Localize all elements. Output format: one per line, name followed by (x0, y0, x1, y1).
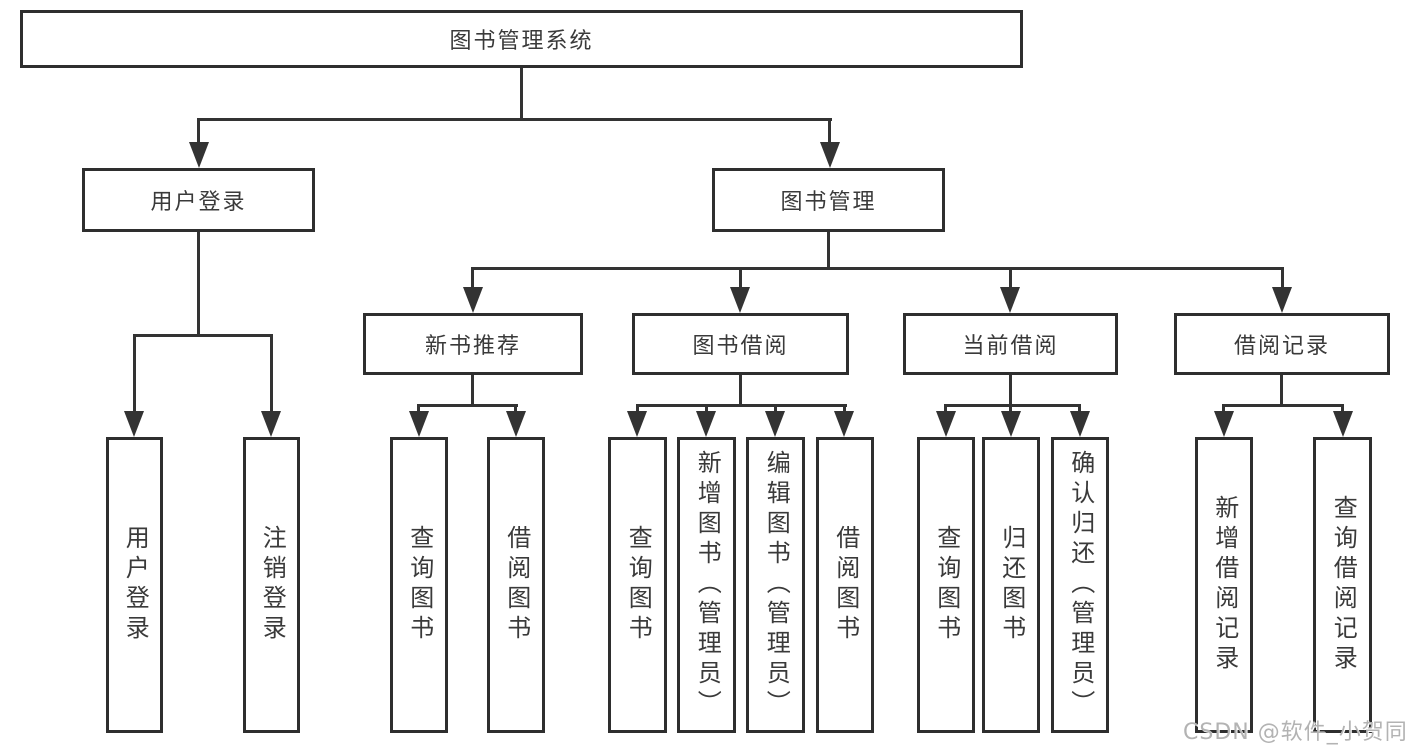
arrow-down-icon (730, 287, 750, 313)
connector-line (739, 267, 742, 290)
leaf-return-books: 归还图书 (982, 437, 1040, 733)
connector-line (1222, 404, 1343, 407)
leaf-borrow-books-recommend: 借阅图书 (487, 437, 545, 733)
leaf-label: 查询图书 (405, 525, 434, 645)
connector-line (1222, 404, 1225, 414)
connector-line (1009, 267, 1012, 290)
leaf-label: 归还图书 (997, 525, 1026, 645)
arrow-down-icon (936, 411, 956, 437)
arrow-down-icon (696, 411, 716, 437)
leaf-label: 确认归还（管理员） (1066, 450, 1095, 720)
connector-line (197, 118, 832, 121)
csdn-watermark: CSDN @软件_小贺同学 (1183, 720, 1405, 745)
connector-line (520, 68, 523, 121)
leaf-query-borrow-record: 查询借阅记录 (1313, 437, 1372, 733)
connector-line (1009, 375, 1012, 407)
connector-line (270, 334, 273, 414)
connector-line (471, 267, 474, 290)
connector-line (1078, 404, 1081, 414)
connector-line (133, 334, 273, 337)
connector-line (197, 118, 200, 146)
connector-line (417, 404, 518, 407)
arrow-down-icon (189, 142, 209, 168)
leaf-edit-books-admin: 编辑图书（管理员） (746, 437, 805, 733)
arrow-down-icon (463, 287, 483, 313)
connector-line (133, 334, 136, 414)
connector-line (471, 375, 474, 407)
arrow-down-icon (1070, 411, 1090, 437)
arrow-down-icon (409, 411, 429, 437)
leaf-logout: 注销登录 (243, 437, 300, 733)
arrow-down-icon (820, 142, 840, 168)
connector-line (197, 232, 200, 337)
leaf-label: 查询图书 (624, 525, 653, 645)
arrow-down-icon (1214, 411, 1234, 437)
connector-line (471, 267, 1283, 270)
connector-line (1280, 375, 1283, 407)
connector-line (1281, 267, 1284, 290)
leaf-user-login: 用户登录 (106, 437, 163, 733)
node-borrow-records: 借阅记录 (1174, 313, 1390, 375)
arrow-down-icon (834, 411, 854, 437)
connector-line (417, 404, 420, 414)
leaf-label: 查询图书 (932, 525, 961, 645)
connector-line (739, 375, 742, 407)
connector-line (843, 404, 846, 414)
leaf-query-books-borrow: 查询图书 (608, 437, 667, 733)
leaf-label: 用户登录 (121, 525, 150, 645)
leaf-label: 借阅图书 (831, 525, 860, 645)
leaf-add-borrow-record: 新增借阅记录 (1195, 437, 1253, 733)
arrow-down-icon (1333, 411, 1353, 437)
leaf-add-books-admin: 新增图书（管理员） (677, 437, 736, 733)
node-new-book-recommend: 新书推荐 (363, 313, 583, 375)
connector-line (636, 404, 639, 414)
leaf-label: 新增借阅记录 (1210, 495, 1239, 675)
leaf-borrow-books: 借阅图书 (816, 437, 874, 733)
arrow-down-icon (261, 411, 281, 437)
connector-line (705, 404, 708, 414)
leaf-query-books-current: 查询图书 (917, 437, 975, 733)
connector-line (827, 232, 830, 270)
leaf-label: 注销登录 (258, 525, 287, 645)
connector-line (514, 404, 517, 414)
connector-line (944, 404, 1081, 407)
leaf-query-books-recommend: 查询图书 (390, 437, 448, 733)
leaf-label: 新增图书（管理员） (693, 450, 722, 720)
node-root: 图书管理系统 (20, 10, 1023, 68)
leaf-label: 编辑图书（管理员） (762, 450, 791, 720)
arrow-down-icon (1272, 287, 1292, 313)
arrow-down-icon (506, 411, 526, 437)
arrow-down-icon (627, 411, 647, 437)
connector-line (944, 404, 947, 414)
arrow-down-icon (124, 411, 144, 437)
connector-line (828, 118, 831, 146)
connector-line (1341, 404, 1344, 414)
arrow-down-icon (765, 411, 785, 437)
arrow-down-icon (1000, 287, 1020, 313)
leaf-confirm-return-admin: 确认归还（管理员） (1051, 437, 1109, 733)
leaf-label: 借阅图书 (502, 525, 531, 645)
node-user-login: 用户登录 (82, 168, 315, 232)
connector-line (774, 404, 777, 414)
connector-line (1009, 404, 1012, 414)
leaf-label: 查询借阅记录 (1329, 495, 1358, 675)
node-book-management: 图书管理 (712, 168, 945, 232)
arrow-down-icon (1001, 411, 1021, 437)
node-current-borrow: 当前借阅 (903, 313, 1118, 375)
node-book-borrow: 图书借阅 (632, 313, 849, 375)
connector-line (636, 404, 847, 407)
